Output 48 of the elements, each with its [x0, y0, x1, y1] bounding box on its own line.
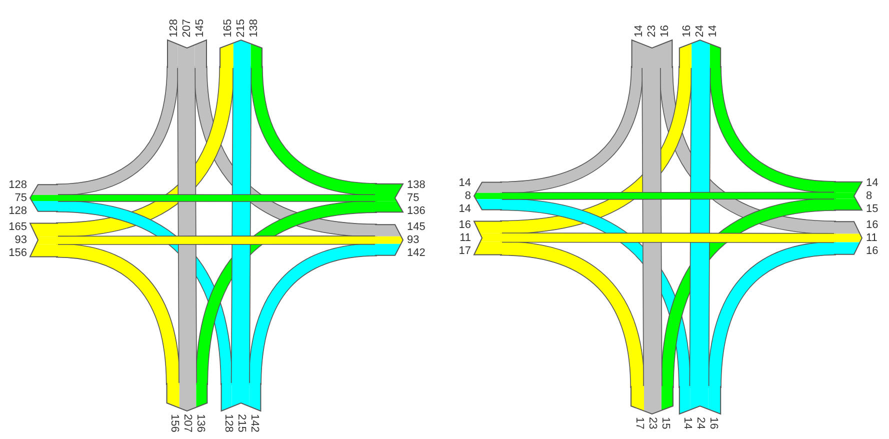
flow-count: 16	[680, 24, 694, 37]
flow-count: 136	[194, 414, 206, 432]
flow-count: 14	[866, 176, 878, 190]
flow-count: 145	[194, 18, 206, 37]
flow-count: 128	[8, 204, 27, 218]
flow-count: 75	[14, 192, 27, 204]
flow-count: 16	[458, 218, 471, 232]
flow-count: 8	[866, 190, 872, 202]
flow-count: 128	[8, 178, 27, 192]
flow-count: 145	[407, 220, 426, 234]
flow-count: 23	[646, 24, 658, 37]
flow-count: 93	[407, 234, 420, 246]
flow-count: 16	[866, 218, 878, 232]
flow-count: 14	[680, 417, 694, 430]
flow-count: 156	[168, 414, 180, 432]
flow-count: 14	[632, 24, 646, 37]
flow-count: 24	[694, 24, 706, 37]
flow-count: 142	[407, 246, 426, 260]
flow-count: 14	[458, 202, 471, 216]
flow-count: 11	[460, 232, 471, 244]
flow-count: 17	[458, 244, 471, 258]
flow-count: 24	[694, 417, 706, 430]
flow-count: 14	[458, 176, 471, 190]
flow-count: 93	[14, 234, 27, 246]
flow-count: 165	[222, 18, 234, 37]
flow-count: 207	[180, 18, 194, 37]
flow-count: 15	[658, 417, 672, 430]
flow-count: 16	[866, 244, 878, 258]
flow-count: 17	[632, 417, 646, 430]
flow-count: 156	[8, 246, 27, 260]
flow-count: 215	[234, 414, 248, 432]
flow-count: 138	[407, 178, 426, 192]
flow-count: 16	[706, 417, 720, 430]
flow-count: 138	[248, 18, 260, 37]
flow-count: 128	[222, 414, 234, 432]
flow-count: 8	[464, 190, 471, 202]
flow-count: 23	[646, 417, 658, 430]
flow-count: 165	[8, 220, 27, 234]
flow-count: 207	[180, 414, 194, 432]
flow-count: 15	[866, 202, 878, 216]
flow-count: 14	[706, 24, 720, 37]
flow-count: 128	[168, 18, 180, 37]
flow-count: 11	[866, 232, 878, 244]
flow-count: 142	[248, 414, 260, 432]
flow-count: 75	[407, 192, 420, 204]
flow-count: 215	[234, 18, 248, 37]
flow-count: 16	[658, 24, 672, 37]
flow-count: 136	[407, 204, 426, 218]
